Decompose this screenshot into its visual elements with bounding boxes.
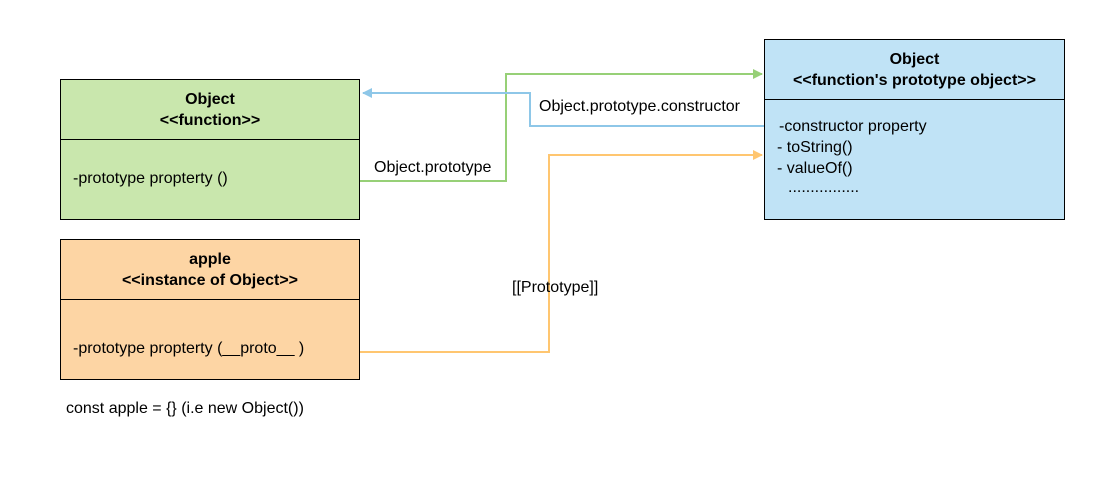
apple-instance-stereotype: <<instance of Object>> <box>121 271 299 289</box>
object-function-header: Object <<function>> <box>61 80 359 140</box>
prototype-object-box[interactable]: Object <<function's prototype object>> -… <box>764 39 1065 220</box>
proto-link-arrow <box>330 150 763 353</box>
object-function-box[interactable]: Object <<function>> -prototype propterty… <box>60 79 360 220</box>
prototype-object-title: Object <box>889 50 940 68</box>
object-function-member-prototype: -prototype propterty () <box>73 170 228 187</box>
constructor-link-label: Object.prototype.constructor <box>537 98 742 116</box>
object-function-title: Object <box>185 90 235 108</box>
prototype-member-constructor: -constructor property <box>779 118 927 135</box>
prototype-link-label: Object.prototype <box>374 159 492 176</box>
proto-link-label: [[Prototype]] <box>512 279 599 296</box>
prototype-member-valueof: - valueOf() <box>777 160 853 177</box>
apple-instance-title: apple <box>189 250 231 268</box>
prototype-object-stereotype: <<function's prototype object>> <box>793 71 1036 89</box>
apple-instance-body: -prototype propterty (__proto__ ) <box>61 300 359 379</box>
object-function-stereotype: <<function>> <box>159 111 261 129</box>
prototype-object-body: -constructor property - toString() - val… <box>765 100 1064 219</box>
prototype-object-header: Object <<function's prototype object>> <box>765 40 1064 100</box>
prototype-member-tostring: - toString() <box>777 139 853 156</box>
apple-instance-member-proto: -prototype propterty (__proto__ ) <box>73 340 305 357</box>
object-function-body: -prototype propterty () <box>61 140 359 219</box>
apple-instance-header: apple <<instance of Object>> <box>61 240 359 300</box>
diagram-caption: const apple = {} (i.e new Object()) <box>66 400 304 417</box>
apple-instance-box[interactable]: apple <<instance of Object>> -prototype … <box>60 239 360 380</box>
prototype-member-ellipsis: ................ <box>788 179 860 196</box>
